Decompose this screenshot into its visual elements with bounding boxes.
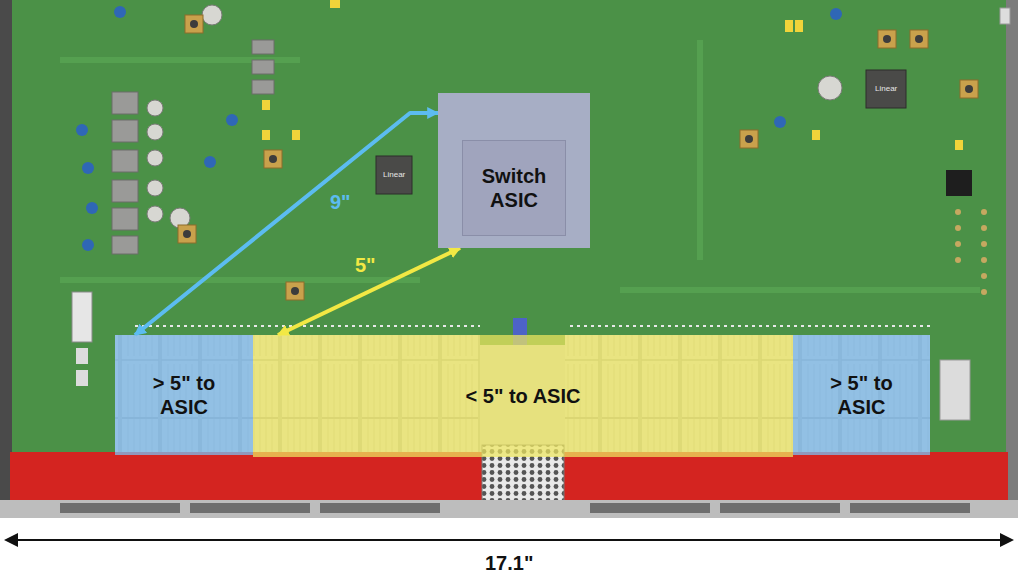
chip-marking: Linear [383,170,405,180]
port-region-near: < 5" to ASIC [253,335,793,457]
die [462,140,566,236]
switch-asic: Switch ASIC [438,93,590,248]
distance-arrow [135,113,438,335]
region-label: > 5" to ASIC [816,371,908,419]
region-label: < 5" to ASIC [466,384,581,408]
dimension-label: 17.1" [485,552,533,574]
port-region-far: > 5" to ASIC [793,335,930,455]
region-label: Switch ASIC [464,164,564,212]
region-label: > 5" to ASIC [138,371,230,419]
distance-label: 9" [330,191,351,213]
chip-marking: Linear [875,84,897,94]
distance-arrow [278,248,460,335]
port-region-far: > 5" to ASIC [115,335,253,455]
distance-label: 5" [355,254,376,276]
